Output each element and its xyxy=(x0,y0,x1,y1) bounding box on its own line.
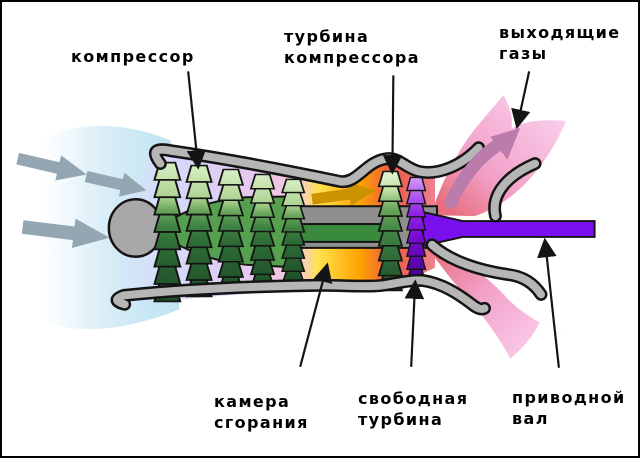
label-drive-shaft: приводной вал xyxy=(512,388,626,428)
compressor-blade-stack xyxy=(153,161,182,303)
label-free-turbine: свободная турбина xyxy=(358,389,469,429)
compressor-blade-stack xyxy=(281,178,306,286)
pointer-exhaust-gases xyxy=(511,71,531,130)
compressor-blade-stack xyxy=(185,164,213,298)
compressor-blade-stack xyxy=(250,173,275,290)
pointer-compressor-turbine xyxy=(382,75,403,175)
label-exhaust-gases: выходящие газы xyxy=(499,23,621,63)
compressor-blade-stack xyxy=(217,168,244,294)
label-pointers xyxy=(186,71,560,368)
label-combustion-chamber: камера сгорания xyxy=(214,392,309,432)
label-compressor-turbine: турбина компрессора xyxy=(284,27,420,67)
pointer-drive-shaft xyxy=(537,237,560,368)
exhaust-flow-arrow xyxy=(444,127,521,209)
pointer-free-turbine xyxy=(404,279,425,367)
compressor-shaft xyxy=(297,223,391,243)
pointer-compressor xyxy=(186,71,207,170)
drive-shaft xyxy=(422,210,596,248)
pointer-combustion-chamber xyxy=(299,262,333,368)
label-compressor: компрессор xyxy=(71,47,195,66)
free-turbine-blade xyxy=(406,176,427,284)
compressor-turbine-blade xyxy=(377,170,403,292)
